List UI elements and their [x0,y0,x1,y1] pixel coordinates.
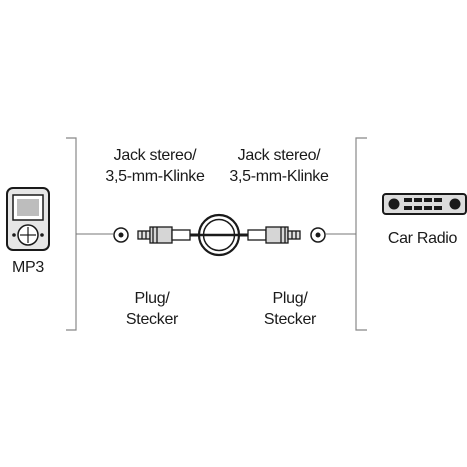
cable-reel-icon [197,213,241,257]
right-jack-label-line2: 3,5-mm-Klinke [229,168,329,185]
right-plug-icon [238,226,301,244]
left-plug-label-line1: Plug/ [134,290,170,307]
left-jack-label-line1: Jack stereo/ [113,147,197,164]
right-plug-label-line1: Plug/ [272,290,308,307]
car-radio-device-label: Car Radio [387,230,458,247]
mp3-device-label: MP3 [12,259,44,276]
mp3-player-icon [6,187,50,251]
right-jack-label-line1: Jack stereo/ [237,147,321,164]
left-jack-label: Jack stereo/ 3,5-mm-Klinke [100,145,210,187]
left-plug-label-line2: Stecker [125,311,179,328]
right-bracket [355,137,367,331]
right-jack-label: Jack stereo/ 3,5-mm-Klinke [224,145,334,187]
left-bracket [66,137,77,331]
right-plug-label: Plug/ Stecker [250,288,330,330]
right-plug-label-line2: Stecker [263,311,317,328]
left-jack-socket-icon [113,227,129,243]
car-radio-icon [382,193,467,215]
left-plug-icon [137,226,200,244]
left-jack-label-line2: 3,5-mm-Klinke [105,168,205,185]
left-plug-label: Plug/ Stecker [112,288,192,330]
right-jack-socket-icon [310,227,326,243]
